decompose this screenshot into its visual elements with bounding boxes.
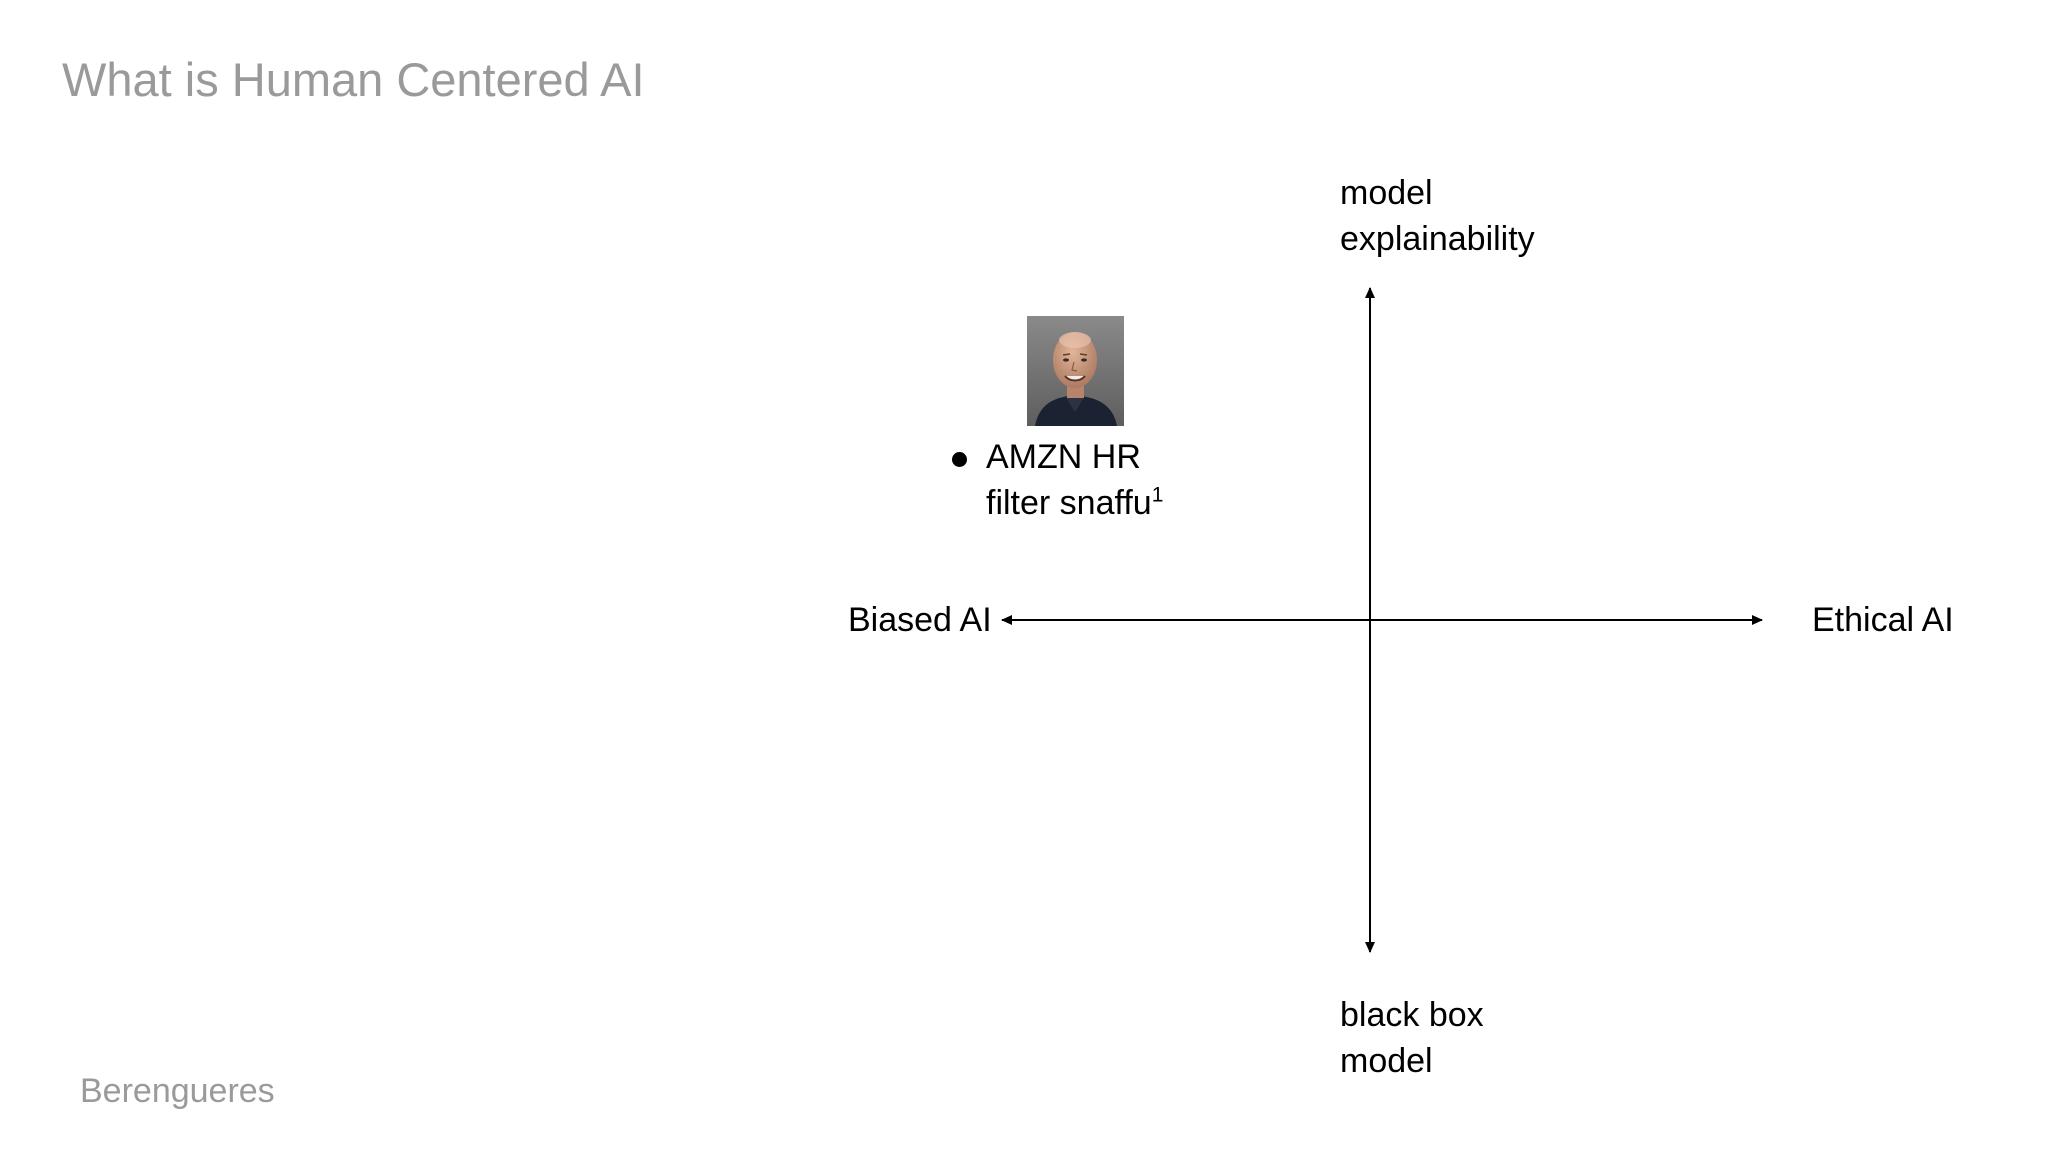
axis-label-bottom-line2: model	[1340, 1042, 1433, 1080]
footnote-marker: 1	[1151, 483, 1164, 507]
data-point-label: AMZN HR filter snaffu1	[986, 434, 1163, 526]
axis-label-right: Ethical AI	[1812, 601, 1954, 639]
axis-label-bottom-line1: black box	[1340, 996, 1484, 1034]
axis-label-bottom: black box model	[1340, 992, 1484, 1084]
portrait-photo	[1027, 316, 1124, 426]
data-point-label-line1: AMZN HR	[986, 438, 1141, 476]
data-point-label-text: filter snaffu	[986, 484, 1152, 522]
data-point-bullet	[952, 452, 967, 467]
axis-label-top-line2: explainability	[1340, 220, 1535, 258]
slide-footer: Berengueres	[80, 1072, 275, 1110]
data-point-label-line2: filter snaffu1	[986, 480, 1163, 526]
slide-title: What is Human Centered AI	[62, 53, 645, 106]
axis-label-top: model explainability	[1340, 170, 1535, 262]
axis-label-left: Biased AI	[848, 601, 992, 639]
axis-label-top-line1: model	[1340, 174, 1433, 212]
